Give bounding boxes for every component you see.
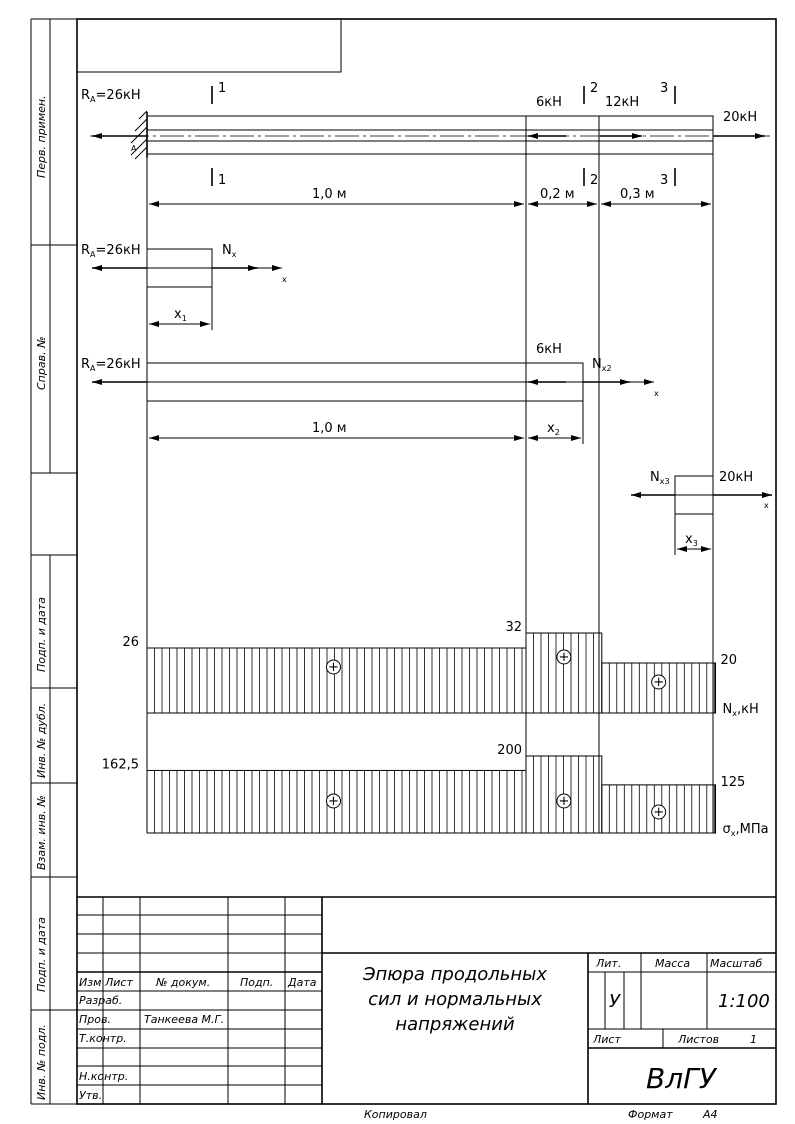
- diagram-s-value-1: 162,5: [102, 757, 139, 772]
- reaction-label: RA=26кН: [81, 88, 141, 104]
- svg-text:Формат: Формат: [628, 1108, 673, 1121]
- svg-text:Утв.: Утв.: [79, 1089, 102, 1102]
- lit-value: У: [609, 991, 621, 1012]
- sign-plus-icon: [326, 659, 341, 675]
- sign-n-1: +: [328, 660, 339, 675]
- svg-text:1: 1: [218, 173, 226, 188]
- diagram-s-title: σx,МПа: [723, 822, 769, 838]
- drawing-title-3: напряжений: [395, 1014, 515, 1035]
- side-label-sign-date-1: Подп. и дата: [35, 597, 48, 672]
- side-label-orig-inv: Инв. № подл.: [35, 1024, 48, 1100]
- svg-text:2: 2: [590, 81, 598, 96]
- svg-text:3: 3: [660, 173, 668, 188]
- side-label-dup-inv: Инв. № дубл.: [35, 703, 48, 778]
- svg-text:x: x: [764, 501, 769, 510]
- section-2-reaction-label: RA=26кН: [81, 357, 141, 373]
- svg-text:Н.контр.: Н.контр.: [79, 1070, 128, 1083]
- checker-name: Танкеева М.Г.: [144, 1013, 224, 1026]
- scale-value: 1:100: [718, 991, 770, 1012]
- svg-text:1: 1: [218, 81, 226, 96]
- svg-text:1,0 м: 1,0 м: [312, 421, 347, 436]
- diagram-n-segment-2: [525, 632, 603, 714]
- section-1-n-label: Nx: [222, 243, 237, 259]
- diagram-n-title: Nx,кН: [723, 702, 759, 718]
- sign-plus-icon: [326, 793, 341, 809]
- support-label: A: [131, 144, 137, 153]
- force-20-label: 20кН: [723, 110, 757, 125]
- organization-name: ВлГУ: [646, 1062, 718, 1095]
- svg-text:№ докум.: № докум.: [155, 976, 210, 989]
- svg-text:Лист: Лист: [592, 1033, 621, 1046]
- svg-text:Пров.: Пров.: [79, 1013, 111, 1026]
- sign-n-2: +: [558, 650, 569, 665]
- section-2-diagram: RA=26кН 6кН Nx2 x 1,0 м x2: [81, 342, 659, 444]
- svg-text:Листов: Листов: [677, 1033, 719, 1046]
- drawing-title-2: сил и нормальных: [368, 989, 542, 1010]
- sign-plus-icon: [651, 804, 667, 820]
- svg-text:1: 1: [750, 1033, 757, 1046]
- svg-text:Масса: Масса: [655, 957, 690, 970]
- side-label-ref-no: Справ. №: [35, 336, 48, 390]
- title-block: Изм Лист № докум. Подп. Дата Разраб. Про…: [77, 896, 776, 1121]
- svg-text:20кН: 20кН: [719, 470, 753, 485]
- svg-text:Дата: Дата: [287, 976, 317, 989]
- svg-text:3: 3: [660, 81, 668, 96]
- loading-scheme: A RA=26кН 6кН 12кН 20кН 1 1 2 2 3 3 1,0 …: [81, 81, 770, 207]
- fixed-support-icon: [130, 110, 148, 160]
- sign-n-3: +: [653, 675, 664, 690]
- force-12-label: 12кН: [605, 95, 639, 110]
- sheet-frame: [30, 18, 777, 1105]
- svg-text:Разраб.: Разраб.: [79, 994, 122, 1007]
- sign-plus-icon: [556, 793, 572, 809]
- side-label-sign-date-2: Подп. и дата: [35, 917, 48, 992]
- diagram-s-segment-3: [601, 784, 716, 834]
- svg-text:0,2 м: 0,2 м: [540, 187, 575, 202]
- drawing-title-1: Эпюра продольных: [362, 964, 547, 985]
- sign-s-3: +: [653, 805, 664, 820]
- section-3-x-label: x3: [685, 532, 698, 548]
- svg-text:x: x: [282, 275, 287, 284]
- svg-text:Подп.: Подп.: [240, 976, 273, 989]
- section-1-x-label: x1: [174, 307, 187, 323]
- diagram-n-value-1: 26: [122, 635, 139, 650]
- diagram-n-value-3: 20: [721, 653, 738, 668]
- section-1-reaction-label: RA=26кН: [81, 243, 141, 259]
- sign-s-2: +: [558, 794, 569, 809]
- diagram-s-value-2: 200: [497, 743, 522, 758]
- sign-plus-icon: [651, 674, 667, 690]
- force-6-label: 6кН: [536, 95, 562, 110]
- section-3-n-label: Nx3: [650, 470, 670, 486]
- svg-text:Изм: Изм: [79, 976, 101, 989]
- bar-body: [146, 115, 714, 155]
- svg-text:Лит.: Лит.: [595, 957, 621, 970]
- diagram-n-value-2: 32: [505, 620, 522, 635]
- side-label-first-use: Перв. примен.: [35, 95, 48, 178]
- diagram-s-value-3: 125: [721, 775, 746, 790]
- section-1-diagram: RA=26кН Nx x x1: [81, 243, 287, 330]
- svg-text:Лист: Лист: [104, 976, 133, 989]
- section-2-x-label: x2: [547, 421, 560, 437]
- section-3-diagram: Nx3 20кН x x3: [631, 470, 772, 555]
- svg-text:Масштаб: Масштаб: [710, 957, 762, 970]
- svg-text:0,3 м: 0,3 м: [620, 187, 655, 202]
- side-stamp-labels: Перв. примен. Справ. № Подп. и дата Инв.…: [35, 95, 48, 1100]
- svg-text:Т.контр.: Т.контр.: [79, 1032, 127, 1045]
- side-label-replace-inv: Взам. инв. №: [35, 795, 48, 870]
- sign-s-1: +: [328, 794, 339, 809]
- normal-stress-diagram: +162,5 +200 +125 σx,МПа: [102, 743, 769, 838]
- top-left-box: [76, 18, 342, 73]
- diagram-n-segment-3: [601, 662, 716, 714]
- svg-text:A4: A4: [702, 1108, 718, 1121]
- svg-text:Копировал: Копировал: [364, 1108, 427, 1121]
- sign-plus-icon: [556, 649, 572, 665]
- svg-text:1,0 м: 1,0 м: [312, 187, 347, 202]
- svg-text:6кН: 6кН: [536, 342, 562, 357]
- extension-lines: [146, 154, 714, 833]
- svg-text:2: 2: [590, 173, 598, 188]
- svg-text:x: x: [654, 389, 659, 398]
- section-2-n-label: Nx2: [592, 357, 612, 373]
